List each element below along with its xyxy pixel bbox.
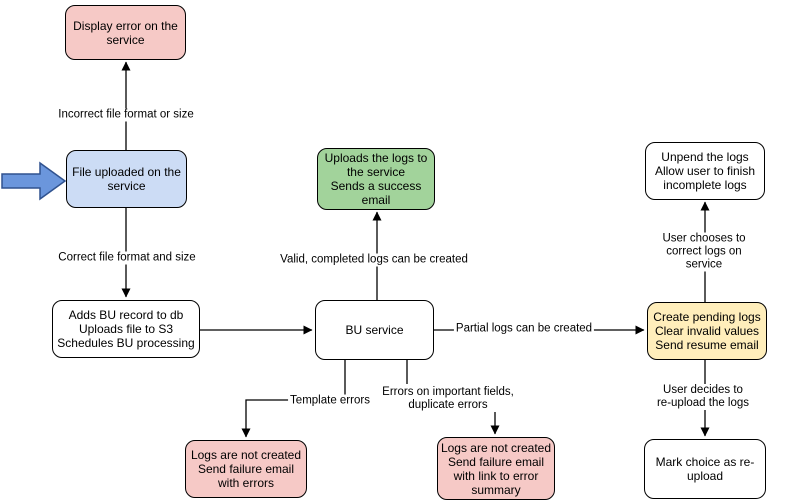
node-unpend-logs: Unpend the logs Allow user to finish inc…	[645, 142, 765, 200]
edge-label-partial-logs: Partial logs can be created	[453, 322, 595, 336]
node-display-error: Display error on the service	[65, 5, 186, 60]
node-bu-service: BU service	[315, 300, 434, 360]
node-logs-not-created-errors: Logs are not created Send failure email …	[185, 440, 307, 498]
node-logs-not-created-summary: Logs are not created Send failure email …	[437, 437, 555, 500]
node-uploads-logs-success: Uploads the logs to the service Sends a …	[317, 148, 435, 210]
entry-arrow-icon	[1, 161, 67, 201]
edge-label-correct-format: Correct file format and size	[56, 251, 198, 265]
edge-label-reupload: User decides to re-upload the logs	[654, 384, 752, 410]
node-create-pending-logs: Create pending logs Clear invalid values…	[647, 302, 767, 360]
node-mark-choice-reupload: Mark choice as re- upload	[644, 439, 766, 499]
edge-label-important-fields: Errors on important fields, duplicate er…	[380, 386, 516, 412]
node-file-uploaded: File uploaded on the service	[66, 150, 187, 208]
edge-label-correct-on-service: User chooses to correct logs on service	[655, 232, 753, 272]
node-adds-bu-record: Adds BU record to db Uploads file to S3 …	[52, 300, 200, 358]
edge-label-template-errors: Template errors	[288, 394, 372, 408]
edge-label-valid-logs: Valid, completed logs can be created	[278, 253, 470, 267]
edge-label-incorrect-format: Incorrect file format or size	[56, 108, 196, 122]
